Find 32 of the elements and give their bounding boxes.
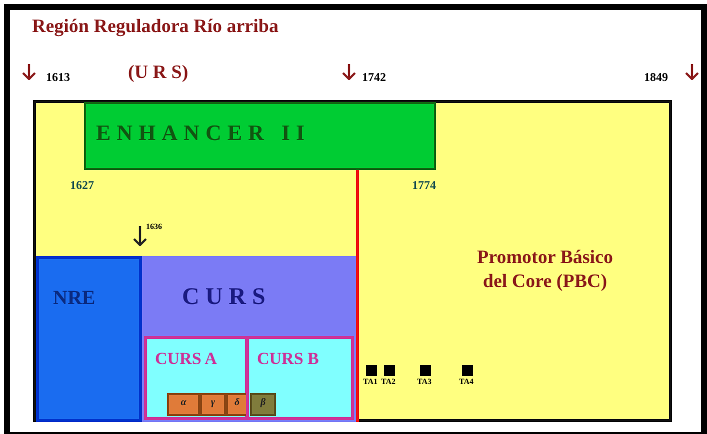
- region-label: NRE: [53, 287, 96, 310]
- tata-label: TA3: [417, 377, 432, 386]
- curs-box: [142, 256, 356, 422]
- beta-box: [250, 393, 276, 416]
- curs-a-box: [144, 336, 248, 420]
- greek-letter: γ: [210, 397, 216, 408]
- enhancer-box: [84, 102, 436, 170]
- tata-label: TA2: [381, 377, 396, 386]
- curs-b-box: [246, 336, 354, 420]
- greek-letter: α: [180, 397, 188, 408]
- position-number: 1613: [46, 70, 70, 85]
- tata-label: TA1: [363, 377, 378, 386]
- position-number: 1742: [362, 70, 386, 85]
- region-abbreviation: (U R S): [128, 62, 188, 84]
- position-number: 1627: [70, 178, 94, 193]
- position-number: 1849: [644, 70, 668, 85]
- region-label: CURS B: [257, 349, 319, 369]
- title: Región Reguladora Río arriba: [32, 16, 278, 38]
- delta-box: [226, 393, 248, 416]
- position-number: 1636: [146, 222, 162, 231]
- gamma-box: [200, 393, 226, 416]
- greek-letter: β: [259, 397, 267, 408]
- tata-label: TA4: [459, 377, 474, 386]
- region-label: ENHANCER II: [96, 120, 311, 146]
- alpha-box: [167, 393, 200, 416]
- region-box: [33, 100, 672, 422]
- region-label: CURS A: [155, 349, 217, 369]
- greek-letter: δ: [233, 397, 241, 408]
- nre-box: [36, 256, 142, 422]
- region-label: CURS: [182, 284, 272, 311]
- region-label: Promotor Básico del Core (PBC): [476, 246, 614, 294]
- position-number: 1774: [412, 178, 436, 193]
